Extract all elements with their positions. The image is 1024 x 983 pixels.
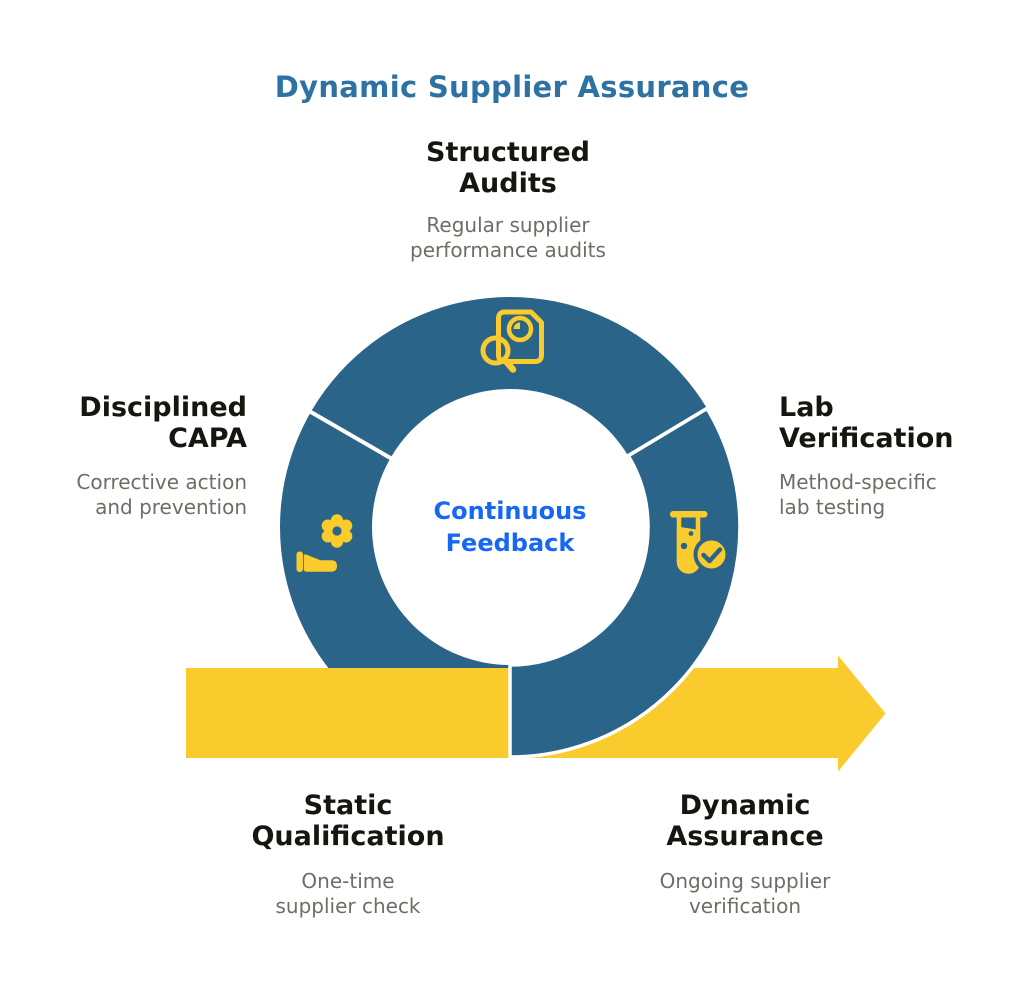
hand-thumb <box>296 551 303 572</box>
node-structured-audits-subtitle: Regular supplier performance audits <box>410 213 606 262</box>
ring-divider-left <box>304 407 397 463</box>
magnifier-icon <box>480 335 511 366</box>
node-static-qualification-heading: Static Qualification <box>251 790 445 852</box>
node-structured-audits-heading: Structured Audits <box>426 137 590 199</box>
node-lab-verification-subtitle: Method-specific lab testing <box>779 470 937 519</box>
node-disciplined-capa-subtitle: Corrective action and prevention <box>76 470 247 519</box>
tube-rim <box>670 511 708 518</box>
hand-gear-icon <box>296 514 353 572</box>
check-badge <box>693 536 730 573</box>
check-mark <box>701 547 723 564</box>
tube-liquid <box>676 526 701 574</box>
ring-segment-dynamic <box>508 406 742 759</box>
bubble <box>680 542 688 550</box>
audit-report-magnifier-icon <box>480 309 544 373</box>
bubble <box>688 531 694 536</box>
page-title: Dynamic Supplier Assurance <box>274 70 750 104</box>
test-tube-check-icon <box>670 511 730 574</box>
node-disciplined-capa-heading: Disciplined CAPA <box>79 392 247 454</box>
node-static-qualification-subtitle: One-time supplier check <box>275 869 421 918</box>
node-lab-verification-heading: Lab Verification <box>779 392 954 454</box>
node-dynamic-assurance-subtitle: Ongoing supplier verification <box>659 869 831 918</box>
clock-icon <box>506 315 534 343</box>
center-label: Continuous Feedback <box>433 497 587 557</box>
hand-palm <box>303 554 337 572</box>
node-dynamic-assurance-heading: Dynamic Assurance <box>666 790 824 852</box>
gear-icon <box>321 514 353 548</box>
